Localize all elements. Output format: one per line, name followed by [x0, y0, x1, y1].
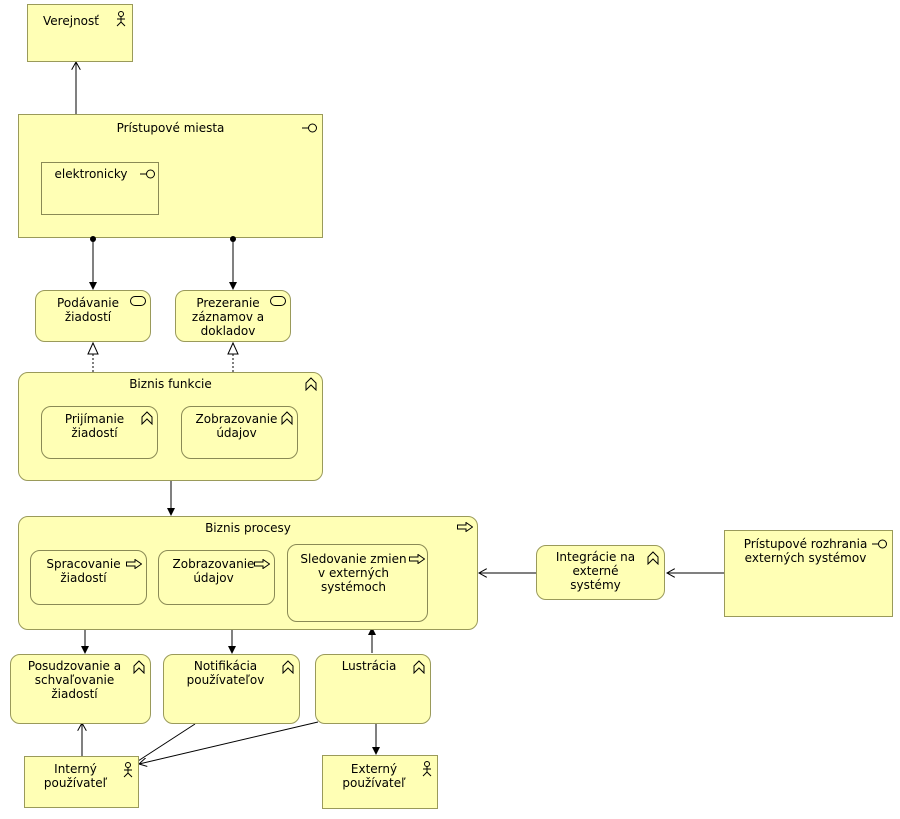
- function-label: Integrácie na externé systémy: [555, 550, 636, 592]
- service-podavanie[interactable]: Podávanie žiadostí: [35, 290, 151, 342]
- interface-icon: [140, 169, 155, 179]
- process-arrow-icon: [126, 559, 142, 569]
- function-integracie[interactable]: Integrácie na externé systémy: [536, 545, 665, 600]
- service-label: Podávanie žiadostí: [57, 296, 119, 324]
- process-sledovanie[interactable]: Sledovanie zmien v externých systémoch: [287, 544, 428, 622]
- process-biznis-procesy[interactable]: Biznis procesy Spracovanie žiadostí Zobr…: [18, 516, 478, 630]
- interface-pristupove-miesta[interactable]: Prístupové miesta elektronicky: [18, 114, 323, 238]
- actor-icon: [123, 762, 133, 778]
- process-arrow-icon: [457, 522, 473, 532]
- process-arrow-icon: [409, 554, 425, 564]
- link-notifikacia-interny: [137, 723, 196, 762]
- interface-label: Prístupové rozhrania externých systémov: [743, 537, 868, 565]
- interface-rozhrania[interactable]: Prístupové rozhrania externých systémov: [724, 530, 893, 617]
- function-posudzovanie[interactable]: Posudzovanie a schvaľovanie žiadostí: [10, 654, 151, 724]
- service-icon: [270, 296, 286, 306]
- process-spracovanie[interactable]: Spracovanie žiadostí: [30, 550, 147, 605]
- function-notifikacia[interactable]: Notifikácia používateľov: [163, 654, 300, 724]
- function-label: Biznis funkcie: [129, 377, 212, 391]
- function-icon: [647, 551, 659, 565]
- function-prijimanie[interactable]: Prijímanie žiadostí: [41, 406, 158, 459]
- process-label: Spracovanie žiadostí: [46, 557, 121, 585]
- function-label: Prijímanie žiadostí: [64, 412, 125, 440]
- service-icon: [130, 296, 146, 306]
- function-biznis-funkcie[interactable]: Biznis funkcie Prijímanie žiadostí Zobra…: [18, 372, 323, 481]
- interface-label: Prístupové miesta: [116, 121, 225, 135]
- interface-icon: [302, 123, 317, 133]
- process-arrow-icon: [254, 559, 270, 569]
- function-icon: [282, 660, 294, 674]
- actor-verejnost[interactable]: Verejnosť: [27, 4, 133, 62]
- process-label: Sledovanie zmien v externých systémoch: [300, 552, 407, 594]
- actor-interny[interactable]: Interný používateľ: [24, 756, 139, 808]
- service-label: Prezeranie záznamov a dokladov: [191, 296, 265, 338]
- process-zobrazovanie[interactable]: Zobrazovanie údajov: [158, 550, 275, 605]
- function-icon: [281, 411, 293, 425]
- actor-icon: [422, 761, 432, 777]
- actor-externy[interactable]: Externý používateľ: [322, 755, 438, 809]
- actor-label: Externý používateľ: [342, 762, 406, 790]
- interface-elektronicky[interactable]: elektronicky: [41, 162, 159, 215]
- function-lustracia[interactable]: Lustrácia: [315, 654, 431, 724]
- service-prezeranie[interactable]: Prezeranie záznamov a dokladov: [175, 290, 291, 342]
- interface-label: elektronicky: [54, 167, 128, 181]
- actor-label: Interný používateľ: [43, 762, 108, 790]
- function-label: Lustrácia: [341, 659, 397, 673]
- function-label: Posudzovanie a schvaľovanie žiadostí: [27, 659, 122, 701]
- process-label: Zobrazovanie údajov: [172, 557, 255, 585]
- function-icon: [141, 411, 153, 425]
- function-icon: [133, 660, 145, 674]
- actor-label: Verejnosť: [43, 14, 99, 28]
- function-label: Notifikácia používateľov: [186, 659, 265, 687]
- link-lustracia-interny: [139, 721, 319, 764]
- actor-icon: [116, 11, 126, 27]
- process-label: Biznis procesy: [205, 521, 291, 535]
- function-icon: [305, 377, 317, 391]
- function-zobrazovanie[interactable]: Zobrazovanie údajov: [181, 406, 298, 459]
- function-icon: [413, 660, 425, 674]
- interface-icon: [872, 539, 887, 549]
- function-label: Zobrazovanie údajov: [195, 412, 278, 440]
